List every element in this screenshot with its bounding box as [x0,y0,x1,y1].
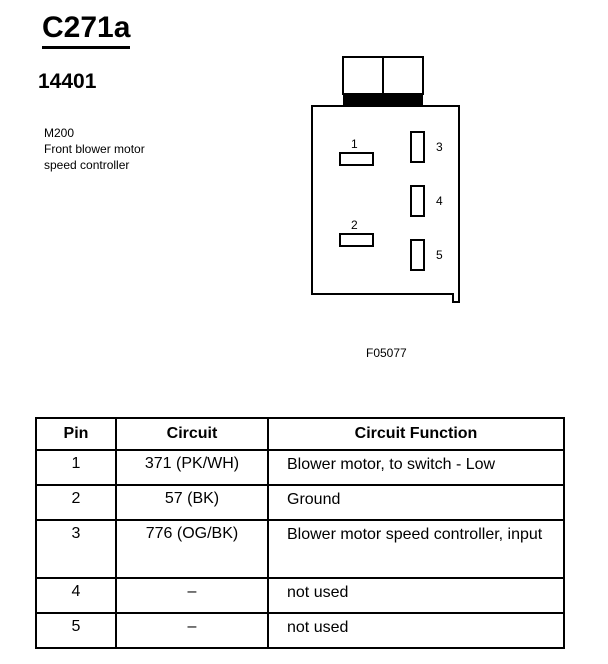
header-circuit-function: Circuit Function [267,417,565,451]
pin-label-1: 1 [351,137,358,151]
figure-code: F05077 [366,346,407,360]
circuit-cell: 371 (PK/WH) [115,449,269,486]
connector-body [311,105,460,303]
part-number: 14401 [38,70,97,93]
function-cell: Ground [267,484,565,521]
circuit-cell: 57 (BK) [115,484,269,521]
cavity-4 [410,185,425,217]
table-row: 2 57 (BK) Ground [35,484,565,521]
cavity-2 [339,233,374,247]
title-underline [42,46,130,49]
connector-title: C271a [42,11,131,44]
pin-cell: 4 [35,577,117,614]
table-header-row: Pin Circuit Circuit Function [35,417,565,451]
pin-label-2: 2 [351,218,358,232]
header-pin: Pin [35,417,117,451]
description-line-1: M200 [44,126,75,140]
connector-description: M200 Front blower motor speed controller [44,125,145,173]
circuit-cell: – [115,612,269,649]
pin-cell: 5 [35,612,117,649]
pin-cell: 2 [35,484,117,521]
table-row: 4 – not used [35,577,565,614]
cavity-3 [410,131,425,163]
pin-table: Pin Circuit Circuit Function 1 371 (PK/W… [35,417,565,649]
cavity-5 [410,239,425,271]
pin-cell: 1 [35,449,117,486]
latch-base [343,94,423,106]
table-row: 3 776 (OG/BK) Blower motor speed control… [35,519,565,579]
function-cell: Blower motor, to switch - Low [267,449,565,486]
header-circuit: Circuit [115,417,269,451]
pin-label-4: 4 [436,194,443,208]
function-cell: Blower motor speed controller, input [267,519,565,579]
pin-cell: 3 [35,519,117,579]
table-row: 5 – not used [35,612,565,649]
pin-label-5: 5 [436,248,443,262]
circuit-cell: – [115,577,269,614]
connector-face-diagram: 1 2 3 4 5 [311,56,460,303]
table-row: 1 371 (PK/WH) Blower motor, to switch - … [35,449,565,486]
cavity-1 [339,152,374,166]
description-line-2: Front blower motor [44,142,145,156]
pin-label-3: 3 [436,140,443,154]
description-line-3: speed controller [44,158,130,172]
circuit-cell: 776 (OG/BK) [115,519,269,579]
function-cell: not used [267,577,565,614]
function-cell: not used [267,612,565,649]
